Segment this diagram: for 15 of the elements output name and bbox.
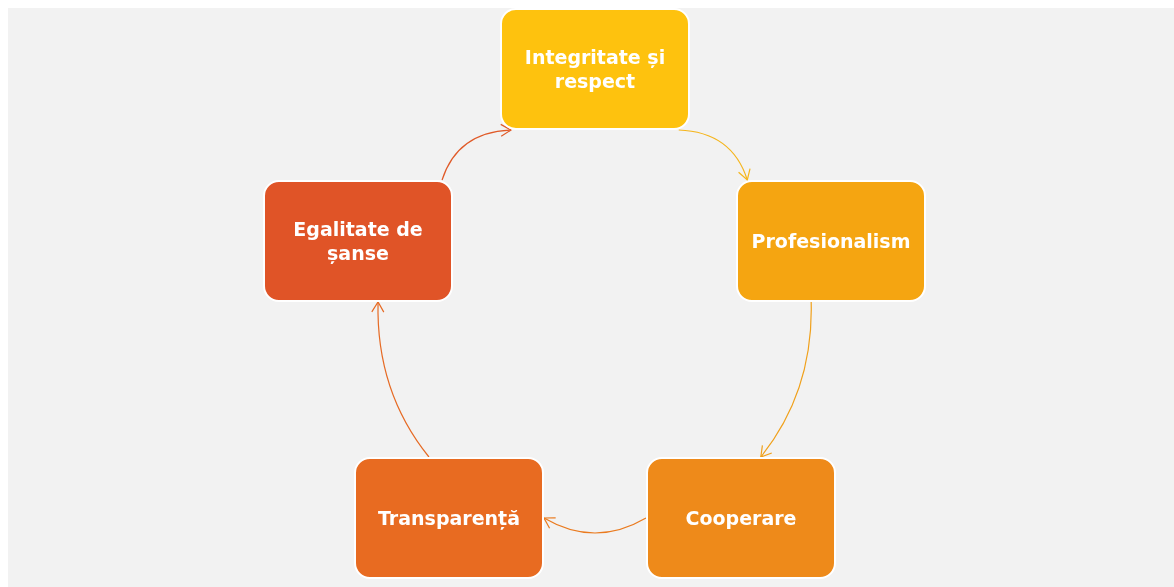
curved-arrow xyxy=(760,301,812,458)
box-label: Profesionalism xyxy=(751,229,911,253)
curved-arrow xyxy=(441,124,512,181)
box-label: Integritate și respect xyxy=(523,45,667,93)
process-box xyxy=(500,8,690,130)
box-label: Cooperare xyxy=(685,506,797,530)
box-label: Egalitate de șanse xyxy=(292,217,424,265)
curved-arrow xyxy=(371,301,430,458)
curved-arrow xyxy=(678,129,751,181)
box-label: Transparență xyxy=(378,506,520,530)
process-box xyxy=(263,180,453,302)
curved-arrow xyxy=(543,516,647,534)
process-box xyxy=(354,457,544,579)
process-box xyxy=(646,457,836,579)
process-box xyxy=(736,180,926,302)
